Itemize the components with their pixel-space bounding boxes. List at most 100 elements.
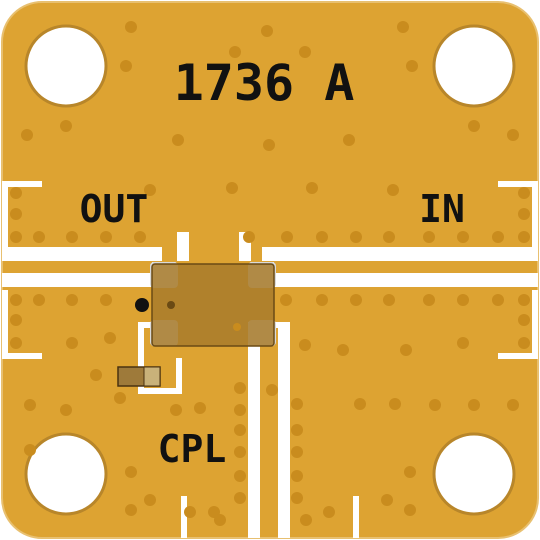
out-port-label: OUT <box>80 187 149 231</box>
mounting-hole-top-left <box>24 24 108 108</box>
via-hole <box>423 294 435 306</box>
via-hole <box>507 129 519 141</box>
via-hole <box>100 231 112 243</box>
via-hole <box>354 398 366 410</box>
via-hole <box>291 492 303 504</box>
via-pattern <box>10 21 530 526</box>
via-hole <box>134 231 146 243</box>
in-port-label: IN <box>419 187 465 231</box>
via-hole <box>21 129 33 141</box>
via-hole <box>234 382 246 394</box>
via-hole <box>234 424 246 436</box>
via-hole <box>350 231 362 243</box>
via-hole <box>343 134 355 146</box>
via-hole <box>33 294 45 306</box>
via-hole <box>404 466 416 478</box>
via-hole <box>316 231 328 243</box>
via-hole <box>429 399 441 411</box>
via-hole <box>492 231 504 243</box>
via-hole <box>383 231 395 243</box>
via-hole <box>125 21 137 33</box>
via-hole <box>261 25 273 37</box>
via-hole <box>291 398 303 410</box>
via-hole <box>457 294 469 306</box>
via-hole <box>350 294 362 306</box>
via-hole <box>172 134 184 146</box>
substrate-gaps <box>2 181 538 538</box>
mounting-hole-top-right <box>432 24 516 108</box>
via-hole <box>90 369 102 381</box>
via-hole <box>518 337 530 349</box>
via-hole <box>234 470 246 482</box>
chip-corner-via <box>233 323 241 331</box>
mounting-hole-bottom-right <box>432 432 516 516</box>
via-hole <box>125 466 137 478</box>
via-hole <box>300 514 312 526</box>
via-hole <box>170 404 182 416</box>
via-hole <box>389 398 401 410</box>
via-hole <box>66 231 78 243</box>
part-number-label: 1736 A <box>174 54 355 112</box>
via-hole <box>299 46 311 58</box>
coupler-chip[interactable] <box>151 263 275 347</box>
mounting-hole-bottom-left <box>24 432 108 516</box>
via-hole <box>316 294 328 306</box>
via-hole <box>10 314 22 326</box>
via-hole <box>306 182 318 194</box>
via-hole <box>125 504 137 516</box>
via-hole <box>114 392 126 404</box>
via-hole <box>144 494 156 506</box>
via-hole <box>229 46 241 58</box>
via-hole <box>100 294 112 306</box>
via-hole <box>60 120 72 132</box>
via-hole <box>492 294 504 306</box>
via-hole <box>60 404 72 416</box>
via-hole <box>387 184 399 196</box>
pin1-indicator-dot <box>135 298 149 312</box>
via-hole <box>468 120 480 132</box>
via-hole <box>323 506 335 518</box>
cpl-port-label: CPL <box>158 427 227 471</box>
via-hole <box>291 470 303 482</box>
via-hole <box>10 231 22 243</box>
via-hole <box>184 506 196 518</box>
via-hole <box>24 444 36 456</box>
via-hole <box>337 344 349 356</box>
via-hole <box>263 139 275 151</box>
chip-orientation-mark <box>167 301 175 309</box>
via-hole <box>234 446 246 458</box>
via-hole <box>24 399 36 411</box>
via-hole <box>518 187 530 199</box>
via-hole <box>518 314 530 326</box>
via-hole <box>291 446 303 458</box>
via-hole <box>144 184 156 196</box>
via-hole <box>33 231 45 243</box>
via-hole <box>10 187 22 199</box>
via-hole <box>243 231 255 243</box>
via-hole <box>214 514 226 526</box>
via-hole <box>266 384 278 396</box>
via-hole <box>507 399 519 411</box>
via-hole <box>234 492 246 504</box>
via-hole <box>104 332 116 344</box>
via-hole <box>397 21 409 33</box>
via-hole <box>518 208 530 220</box>
via-hole <box>299 339 311 351</box>
via-hole <box>281 231 293 243</box>
via-hole <box>423 231 435 243</box>
via-hole <box>280 294 292 306</box>
via-hole <box>120 60 132 72</box>
via-hole <box>291 424 303 436</box>
via-hole <box>457 231 469 243</box>
via-hole <box>400 344 412 356</box>
via-hole <box>404 504 416 516</box>
via-hole <box>406 60 418 72</box>
via-hole <box>10 337 22 349</box>
resistor-terminal <box>143 366 161 387</box>
via-hole <box>383 294 395 306</box>
via-hole <box>468 399 480 411</box>
via-hole <box>194 402 206 414</box>
via-hole <box>226 182 238 194</box>
via-hole <box>66 294 78 306</box>
